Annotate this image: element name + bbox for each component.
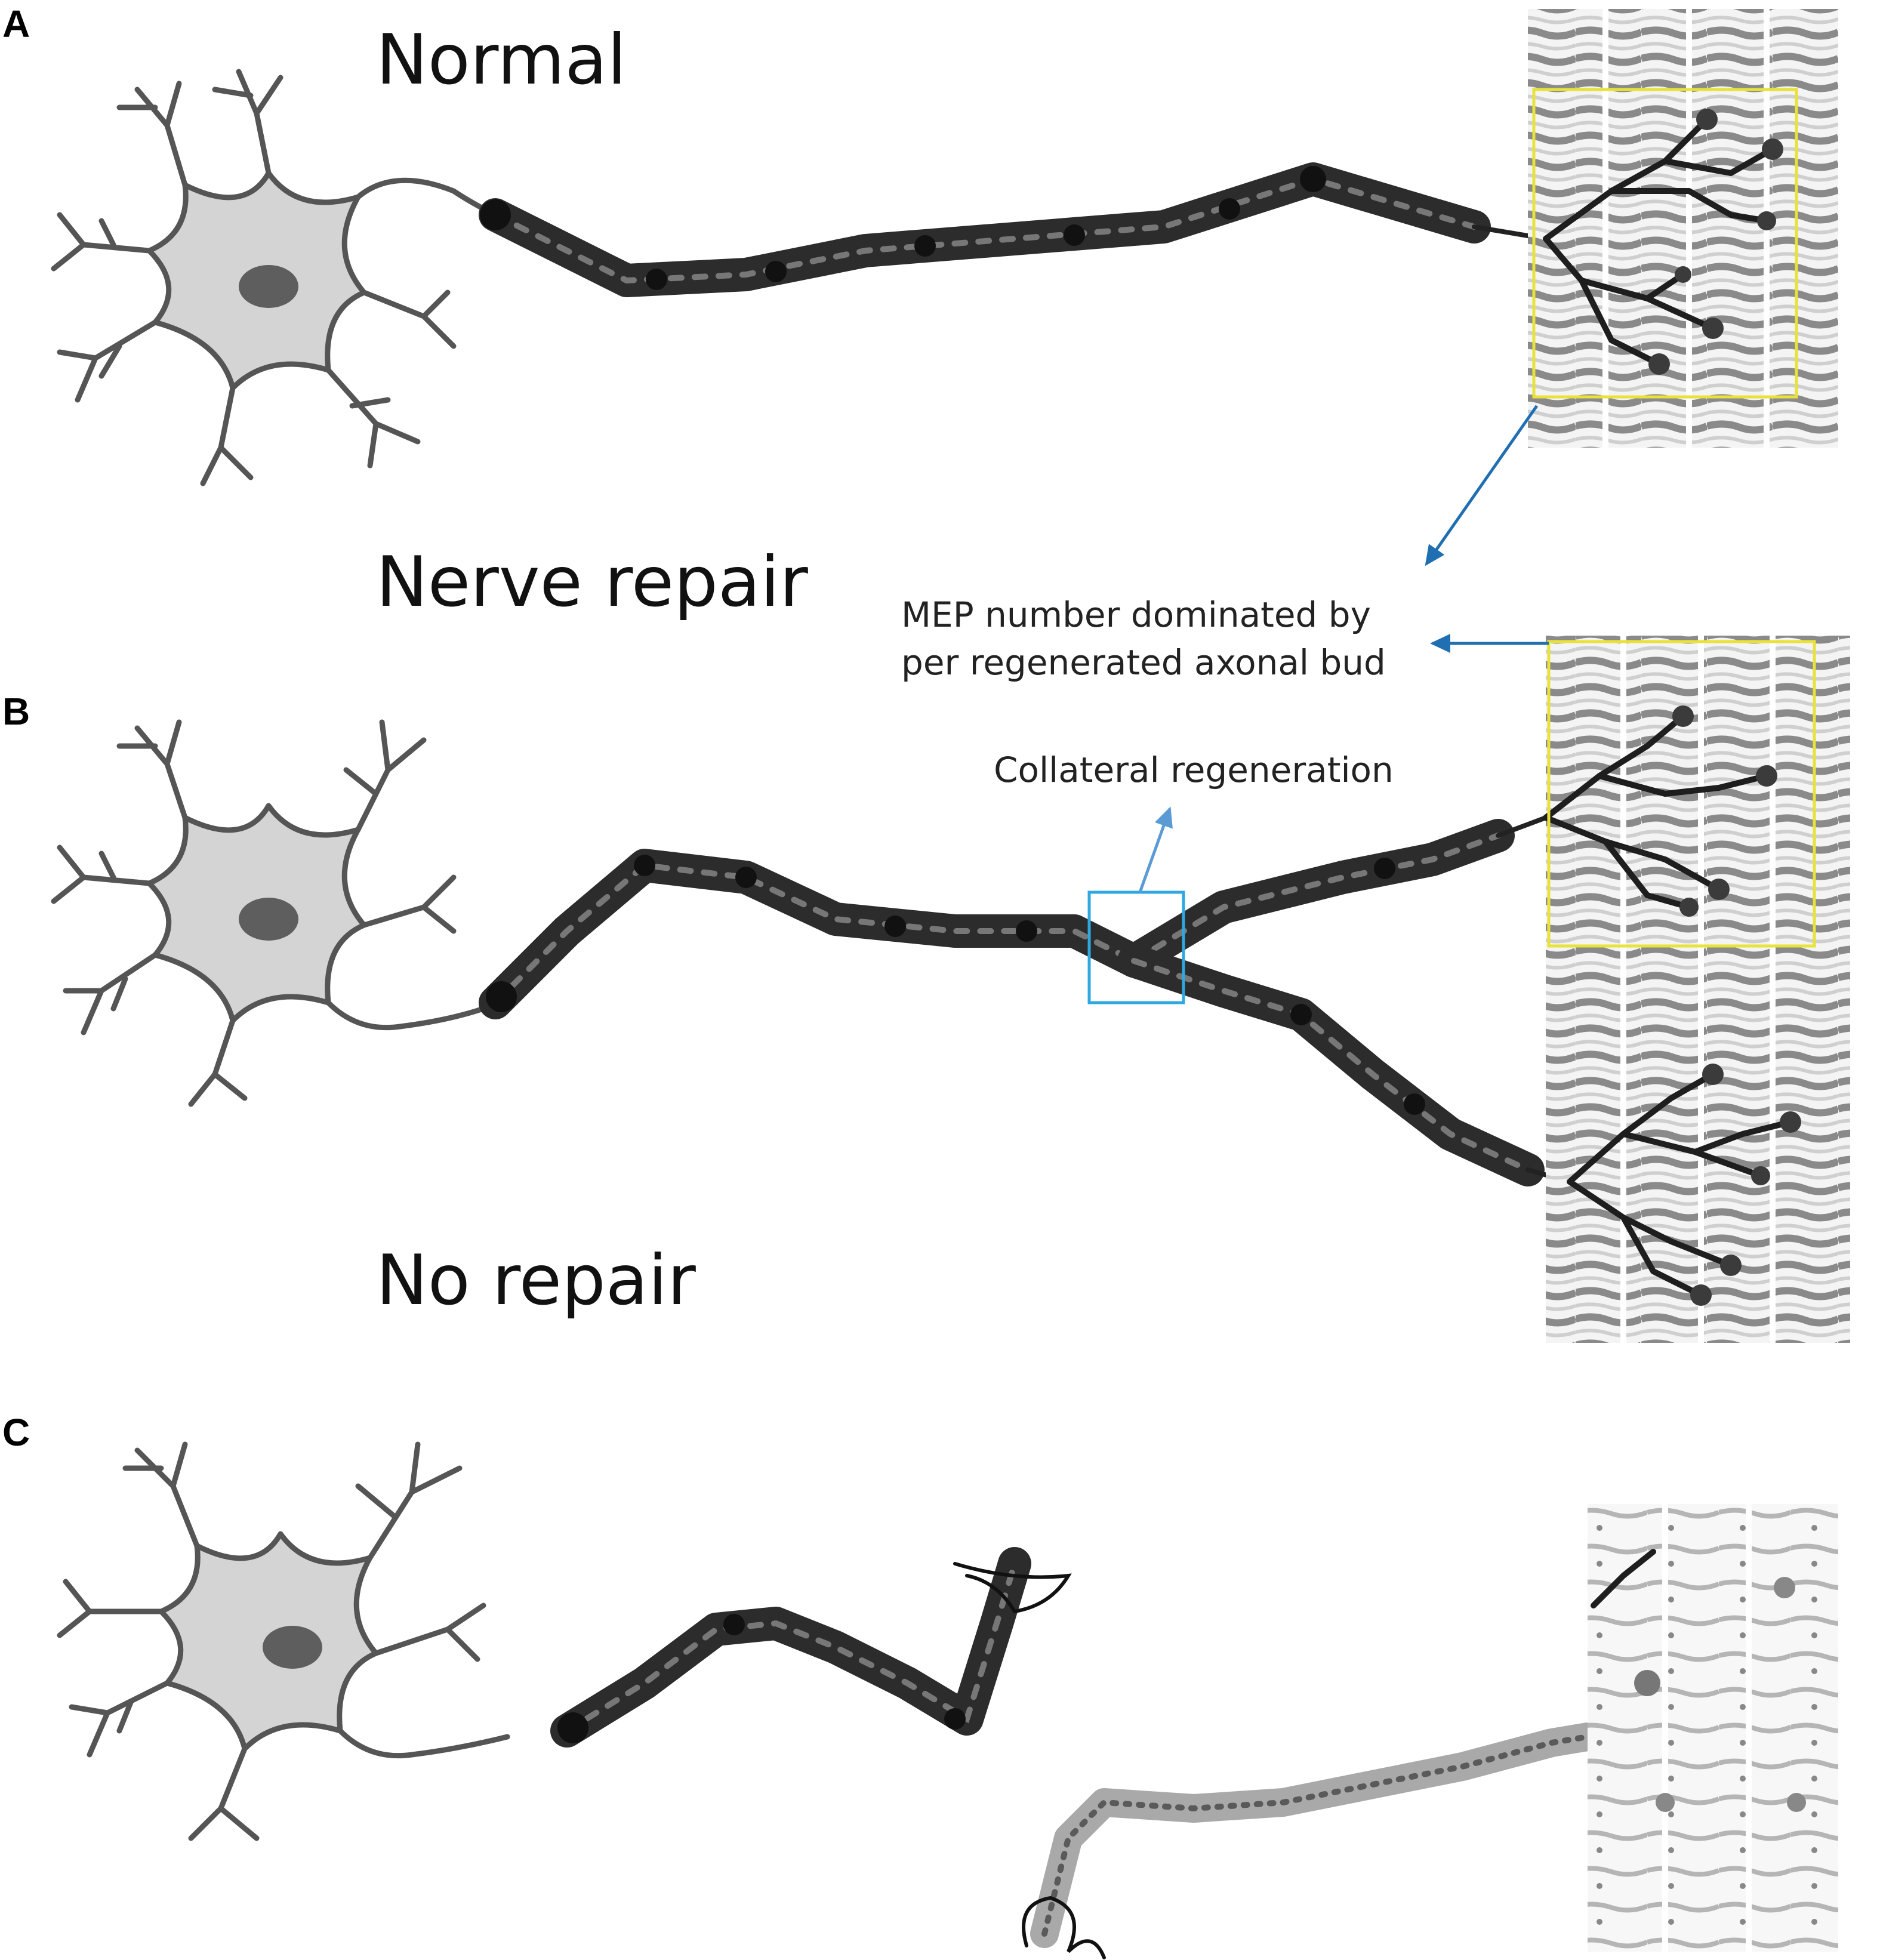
mep-annotation: MEP number dominated by per regenerated … [901, 405, 1549, 683]
mep-box-b [1547, 640, 1816, 948]
mep-annotation-line1: MEP number dominated by [901, 594, 1371, 635]
axon-c-distal-stump [1022, 1722, 1602, 1959]
muscle-a-branches [1543, 109, 1783, 375]
axon-a [479, 162, 1548, 297]
collateral-box [1087, 890, 1185, 1004]
axon-b-lower-branch [1117, 944, 1572, 1187]
neuron-b [51, 719, 486, 1107]
mep-annotation-line2: per regenerated axonal bud [901, 642, 1386, 683]
neuron-a-axon-hillock [355, 177, 498, 218]
neuron-b-axon-hillock [325, 1000, 486, 1031]
neuron-c-nucleus [263, 1626, 322, 1669]
panel-b: B Nerve repair [2, 405, 1850, 1343]
collateral-label: Collateral regeneration [994, 750, 1394, 790]
muscle-b-lower-branches [1567, 1064, 1801, 1306]
axon-b [479, 815, 1572, 1187]
arrow-collateral [1138, 806, 1173, 893]
axon-c-proximal-stump [550, 1547, 1072, 1748]
muscle-b [1543, 636, 1850, 1343]
mep-box-a [1532, 88, 1798, 399]
panel-a-heading: Normal [376, 20, 627, 100]
panel-b-heading: Nerve repair [376, 542, 808, 622]
arrow-from-box-a [1425, 405, 1539, 566]
panel-a: A Normal [2, 2, 1838, 486]
panel-c-letter: C [2, 1411, 30, 1454]
suture-proximal [953, 1562, 1072, 1614]
neuron-c-axon-hillock [337, 1728, 510, 1759]
panel-c: C No repair [2, 1240, 1838, 1959]
muscle-a [1528, 9, 1838, 448]
neuron-c [57, 1441, 510, 1841]
neuron-b-dendrites [51, 719, 457, 1107]
suture-distal [1022, 1896, 1106, 1959]
neuron-a-nucleus [239, 265, 298, 308]
collateral-annotation: Collateral regeneration [994, 750, 1394, 893]
neuron-a [51, 69, 498, 486]
muscle-b-upper-branches [1543, 705, 1777, 917]
neuron-a-dendrites [51, 69, 457, 486]
muscle-c [1588, 1504, 1838, 1952]
panel-a-letter: A [2, 2, 30, 45]
neuron-b-nucleus [239, 898, 298, 941]
axon-b-upper-branch [1117, 815, 1548, 978]
panel-b-letter: B [2, 690, 30, 733]
panel-c-heading: No repair [376, 1240, 696, 1321]
neuron-c-dendrites [57, 1441, 486, 1841]
